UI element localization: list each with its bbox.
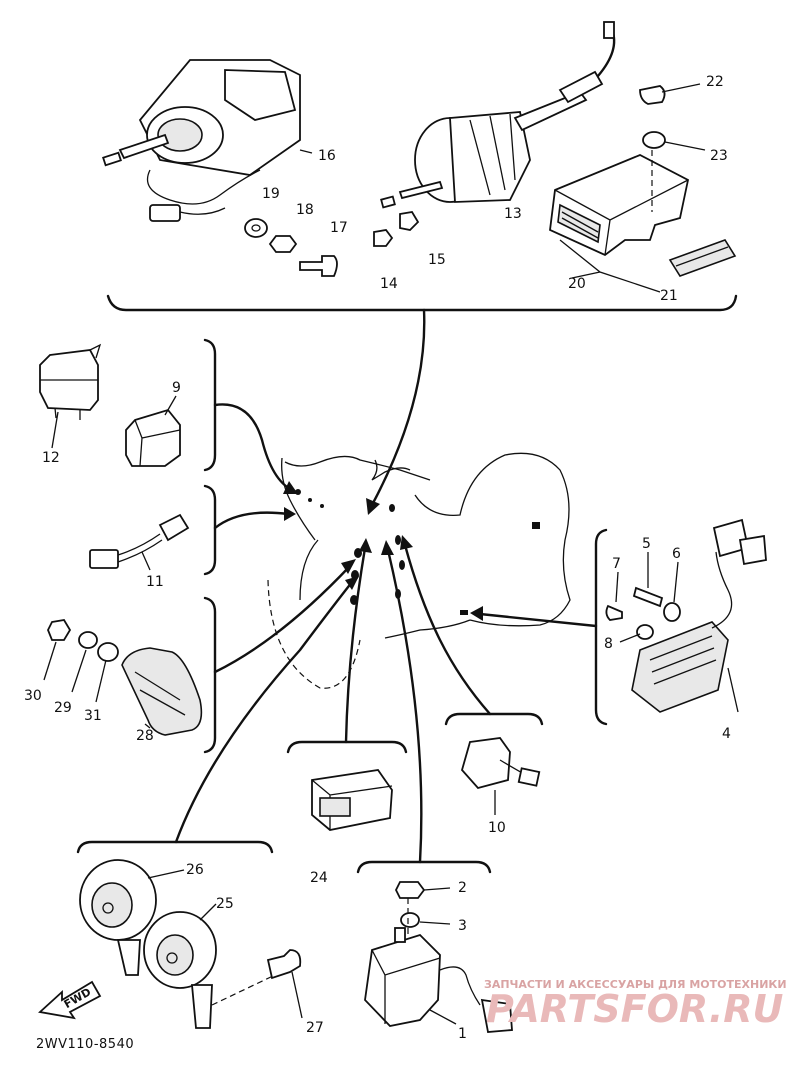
control-unit-20: [549, 154, 690, 257]
nut-30: [47, 619, 72, 641]
bracket-28-31: [203, 596, 217, 754]
part-label-2: 2: [458, 880, 467, 896]
nut-15: [399, 211, 420, 231]
fwd-arrow-icon: [38, 980, 102, 1020]
bracket-9-12: [203, 338, 217, 472]
part-label-15: 15: [428, 252, 446, 268]
nut-14: [373, 229, 394, 247]
diagram-code: 2WV110-8540: [36, 1037, 134, 1052]
part-label-20: 20: [568, 276, 586, 292]
motorcycle-outline: [267, 452, 571, 689]
screw-22: [639, 85, 666, 105]
washer-31: [97, 642, 119, 662]
bolt-17: [299, 255, 338, 277]
motor-assembly-16: [102, 59, 301, 222]
part-label-7: 7: [612, 556, 621, 572]
bracket-25-27: [76, 840, 274, 854]
bolt-7: [605, 604, 623, 621]
watermark-site: PARTSFOR.RU: [486, 987, 784, 1031]
relay-10: [460, 737, 541, 790]
part-label-6: 6: [672, 546, 681, 562]
part-label-19: 19: [262, 186, 280, 202]
part-label-11: 11: [146, 574, 164, 590]
washer-3: [400, 912, 420, 928]
bracket-10: [444, 712, 544, 726]
part-label-16: 16: [318, 148, 336, 164]
washer-29: [78, 631, 98, 649]
part-label-10: 10: [488, 820, 506, 836]
part-label-26: 26: [186, 862, 204, 878]
part-label-14: 14: [380, 276, 398, 292]
part-label-1: 1: [458, 1026, 467, 1042]
part-label-12: 12: [42, 450, 60, 466]
washer-6: [663, 602, 681, 622]
part-label-27: 27: [306, 1020, 324, 1036]
bolt-27: [266, 949, 302, 980]
bracket-11: [203, 484, 217, 576]
relay-24: [311, 769, 393, 831]
part-label-21: 21: [660, 288, 678, 304]
part-label-13: 13: [504, 206, 522, 222]
part-label-23: 23: [710, 148, 728, 164]
washer-19: [244, 218, 268, 238]
horn-25: [143, 911, 217, 1029]
bracket-4-8: [594, 528, 608, 726]
reflector-28: [121, 647, 203, 736]
connection-points: [295, 489, 405, 605]
bracket-1-3: [356, 860, 492, 874]
part-label-5: 5: [642, 536, 651, 552]
nut-18: [268, 235, 298, 253]
horn-26: [79, 859, 157, 976]
part-label-4: 4: [722, 726, 731, 742]
watermark-tagline: ЗАПЧАСТИ И АКСЕССУАРЫ ДЛЯ МОТОТЕХНИКИ: [484, 978, 787, 991]
washer-8: [636, 624, 654, 640]
relay-9: [125, 408, 181, 467]
part-label-17: 17: [330, 220, 348, 236]
part-label-29: 29: [54, 700, 72, 716]
top-group-arrow: [370, 308, 426, 507]
top-group-bracket: [106, 294, 738, 312]
bracket-24: [286, 740, 408, 754]
part-label-30: 30: [24, 688, 42, 704]
nut-2: [394, 881, 426, 899]
connector-21: [668, 239, 737, 277]
part-label-18: 18: [296, 202, 314, 218]
part-label-25: 25: [216, 896, 234, 912]
starter-relay-1: [364, 927, 513, 1033]
part-label-31: 31: [84, 708, 102, 724]
valve-actuator-13: [380, 21, 616, 209]
part-label-28: 28: [136, 728, 154, 744]
part-label-24: 24: [310, 870, 328, 886]
washer-23: [642, 131, 666, 149]
part-label-8: 8: [604, 636, 613, 652]
regulator-4: [631, 518, 767, 713]
part-label-22: 22: [706, 74, 724, 90]
relay-12: [39, 343, 102, 420]
part-label-3: 3: [458, 918, 467, 934]
harness-11: [89, 513, 190, 569]
part-label-9: 9: [172, 380, 181, 396]
bolt-5: [632, 586, 664, 608]
